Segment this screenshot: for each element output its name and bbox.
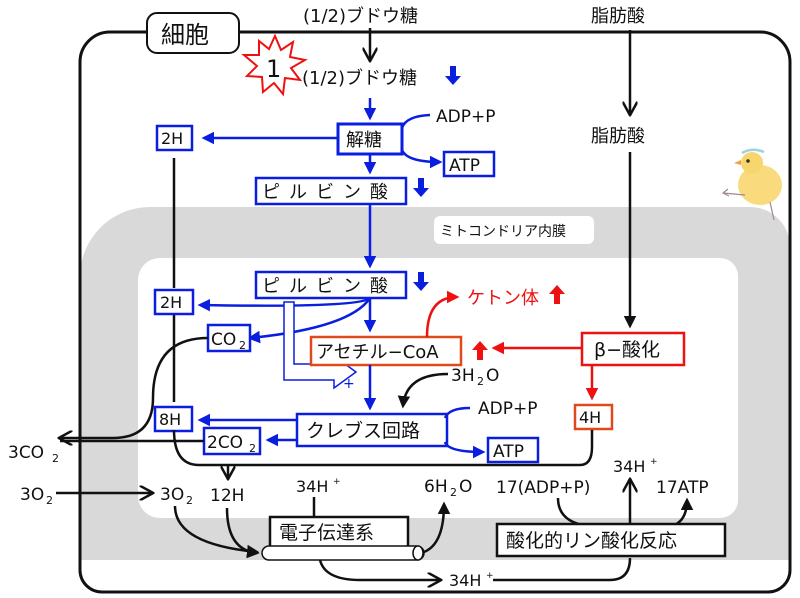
etc-membrane-tube-icon (261, 545, 425, 561)
krebs-water-tail: O (486, 366, 499, 386)
beta-oxidation-box (580, 331, 686, 367)
beta-hydrogen: 4H (579, 408, 601, 427)
fatty-acid-internal: 脂肪酸 (591, 126, 645, 147)
glucose-external: (1/2)ブドウ糖 (303, 5, 418, 27)
pyruvate-hydrogen: 2H (160, 293, 182, 312)
water-to-krebs-arrow (397, 372, 449, 409)
glycolysis-hydrogen: 2H (161, 129, 183, 148)
pyruvate-co2-sub: 2 (239, 339, 246, 352)
badge-star-icon (241, 33, 308, 97)
oxphos-input: 17(ADP+P) (496, 478, 590, 498)
krebs-water-sub: 2 (477, 375, 484, 388)
acetyl-coa-label: アセチル−CoA (316, 342, 439, 363)
glycolysis-2h-box (155, 124, 194, 152)
etc-water-tail: O (459, 477, 472, 497)
krebs-atp-arrow (443, 441, 486, 459)
glucose-internal: (1/2)ブドウ糖 (302, 67, 417, 89)
beta-oxidation-label: β−酸化 (594, 339, 660, 361)
etc-proton-in: 34H (296, 477, 328, 496)
o2-internal: 3O (160, 485, 184, 505)
o2-to-etc-arrow (173, 505, 260, 558)
12h-to-etc-arrow (225, 507, 260, 559)
fatty-acid-external: 脂肪酸 (591, 6, 645, 27)
acetyl-coa-box (309, 335, 463, 367)
pyruvate-cytosol-box (254, 176, 408, 206)
etc-to-water-arrow (423, 501, 451, 554)
membrane-label: ミトコンドリア内膜 (440, 224, 566, 240)
etc-tube-end-icon (412, 545, 424, 561)
co2-output-sub: 2 (52, 452, 59, 465)
cell-boundary (78, 30, 792, 594)
pyruvate-co2: CO (211, 330, 236, 350)
glucose-down-icon (445, 66, 461, 85)
pyruvate-mito-label: ピルビン酸 (262, 276, 397, 297)
oxphos-proton: 34H (613, 457, 645, 476)
krebs-cycle-box (295, 412, 449, 448)
glycolysis-output: ATP (449, 156, 480, 176)
krebs-co2: 2CO (207, 433, 243, 453)
cell-label-box (146, 12, 240, 54)
badge-number: 1 (266, 55, 281, 83)
co2-output: 3CO (8, 443, 44, 463)
proton-return-line (493, 557, 632, 582)
ketone-label: ケトン体 (467, 288, 539, 309)
pyruvate-2h-arrow (197, 296, 371, 312)
o2-internal-sub: 2 (186, 494, 193, 507)
pyruvate-2h-box (153, 288, 195, 316)
pyruvate-cytosol-down-icon (413, 178, 429, 197)
etc-water: 6H (424, 477, 448, 497)
pyruvate-mito-box (254, 270, 408, 300)
beta-4h-box (573, 403, 614, 431)
pyruvate-co2-box (206, 323, 252, 353)
oxphos-output: 17ATP (656, 478, 709, 498)
krebs-output: ATP (493, 442, 524, 462)
acetyl-to-ketone-arrow (425, 290, 460, 338)
krebs-water: 3H (451, 366, 475, 386)
krebs-input: ADP+P (478, 399, 537, 419)
etc-proton-out-sup: + (486, 571, 494, 581)
krebs-label: クレブス回路 (306, 419, 420, 442)
etc-proton-in-sup: + (333, 477, 341, 487)
chick-illustration-icon (721, 148, 782, 221)
etc-water-sub: 2 (450, 486, 457, 499)
acetyl-coa-up-icon (472, 341, 488, 360)
oxphos-box (495, 522, 727, 558)
glycolysis-input: ADP+P (436, 107, 495, 127)
ketone-up-icon (549, 285, 565, 304)
membrane-label-bg (434, 216, 594, 244)
glycolysis-adp-line (400, 113, 431, 129)
etc-label: 電子伝達系 (279, 522, 374, 544)
cell-label: 細胞 (161, 21, 209, 49)
glycolysis-atp-arrow (400, 149, 443, 169)
krebs-atp-box (486, 436, 540, 464)
krebs-adp-line (443, 406, 471, 419)
krebs-co2-sub: 2 (249, 442, 256, 455)
etc-proton-out: 34H (449, 571, 481, 590)
pyruvate-cytosol-label: ピルビン酸 (262, 182, 397, 203)
o2-input: 3O (20, 485, 44, 505)
krebs-hydrogen: 8H (159, 410, 181, 429)
hydrogen-collector-line (172, 429, 594, 467)
hydrogen-total: 12H (210, 486, 244, 506)
pyruvate-mito-down-icon (413, 272, 429, 291)
pyruvate-co2-arrow (247, 297, 372, 344)
glycolysis-atp-box (442, 150, 496, 178)
oxphos-proton-sup: + (650, 457, 658, 467)
co2-exit-curve (60, 336, 209, 438)
etc-to-proton-arrow (318, 559, 440, 580)
plus-icon: + (343, 376, 355, 392)
o2-input-sub: 2 (46, 494, 53, 507)
glycolysis-label: 解糖 (346, 130, 382, 151)
oxphos-label: 酸化的リン酸化反応 (506, 530, 677, 552)
